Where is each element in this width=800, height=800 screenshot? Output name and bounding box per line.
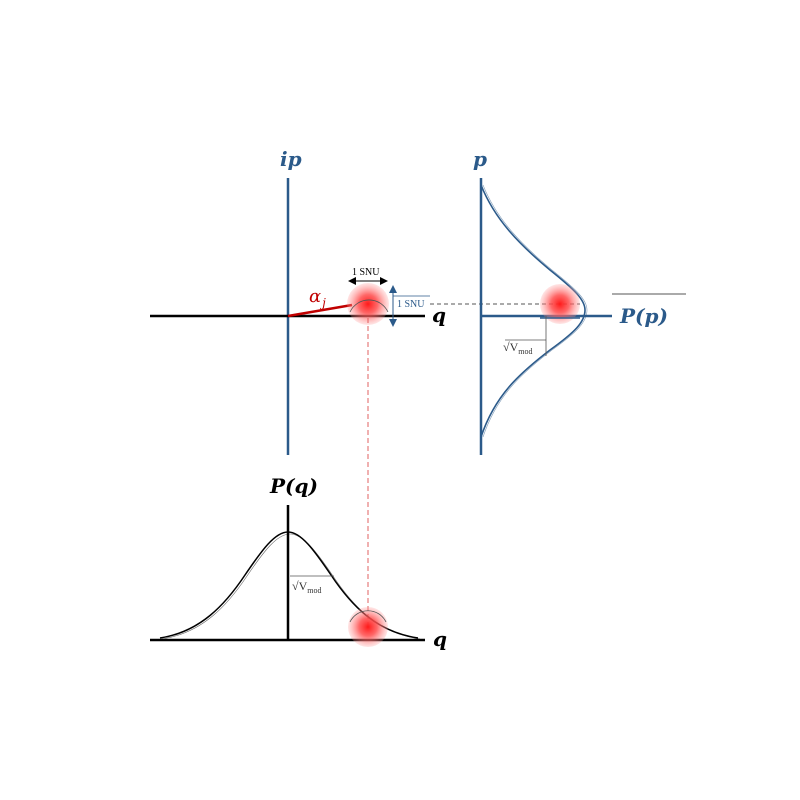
vmod-right-label: √Vmod bbox=[503, 340, 533, 356]
q-distribution-panel: P(q) q √Vmod bbox=[150, 474, 447, 651]
ip-axis-label: ip bbox=[280, 147, 302, 171]
p-gaussian-curve bbox=[480, 184, 586, 438]
displacement-vector bbox=[287, 303, 353, 318]
q-gaussian-curve-shadow bbox=[161, 533, 421, 640]
coherent-state-phase bbox=[347, 283, 389, 325]
coherent-state-q bbox=[348, 607, 388, 647]
coherent-state-p bbox=[540, 284, 580, 324]
phase-space-panel: ip q αj 1 SNU 1 SNU bbox=[150, 147, 580, 630]
Pq-axis-label: P(q) bbox=[269, 474, 318, 498]
state-outline-q bbox=[349, 610, 387, 623]
p-distribution-panel: p P(p) √Vmod bbox=[473, 147, 686, 455]
q-gaussian-curve bbox=[159, 531, 419, 639]
Pp-axis-label: P(p) bbox=[619, 304, 668, 328]
q-axis-label-top: q bbox=[432, 303, 446, 327]
p-gaussian-curve-shadow bbox=[482, 184, 588, 438]
state-outline-phase bbox=[349, 299, 389, 313]
snu-horizontal-label: 1 SNU bbox=[352, 267, 380, 278]
vmod-bottom-label: √Vmod bbox=[292, 579, 322, 595]
p-axis-label: p bbox=[473, 147, 487, 171]
snu-vertical-label: 1 SNU bbox=[397, 299, 425, 310]
alpha-label: αj bbox=[309, 286, 326, 310]
q-axis-label-bottom: q bbox=[433, 627, 447, 651]
